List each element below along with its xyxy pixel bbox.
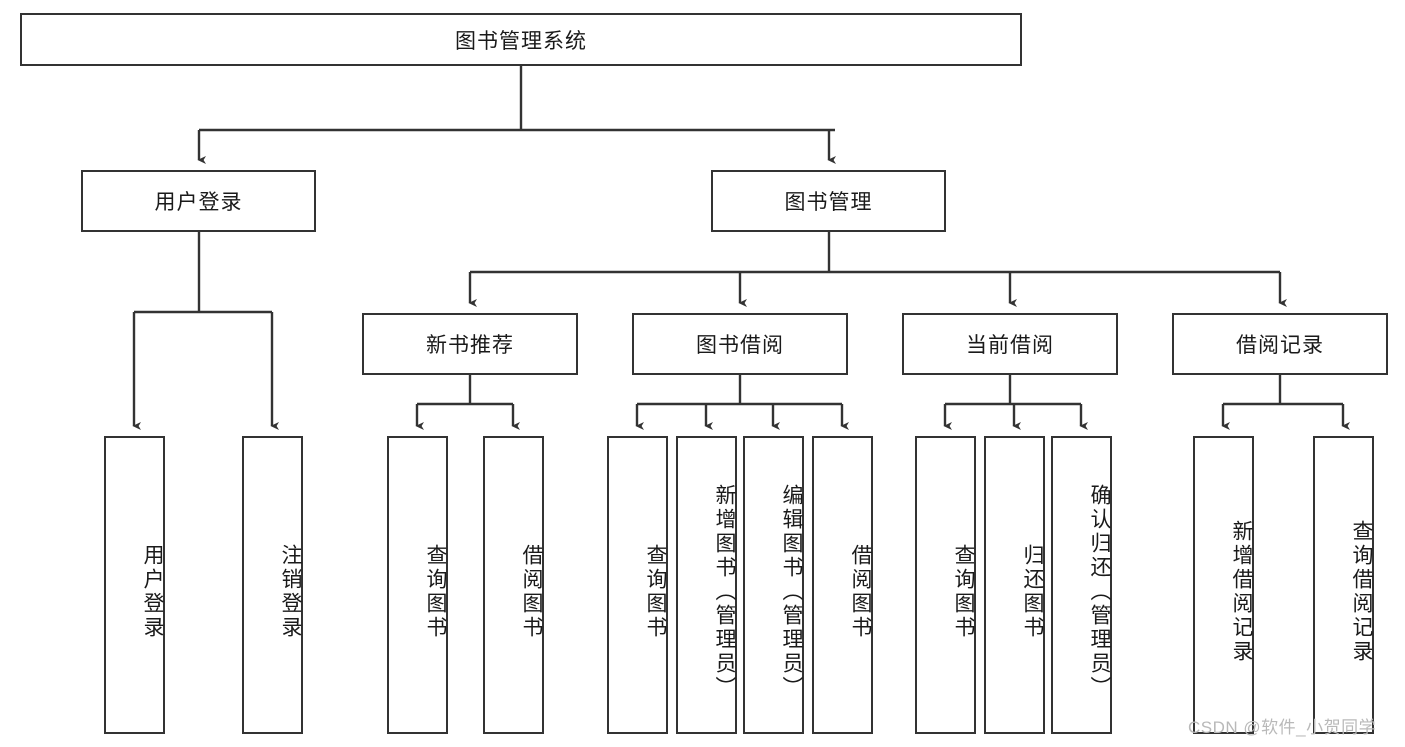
leaf-confirm-return[interactable]: 确认归还（管理员） xyxy=(1051,436,1112,734)
leaf-add-book[interactable]: 新增图书（管理员） xyxy=(676,436,737,734)
node-root-label: 图书管理系统 xyxy=(455,29,587,53)
node-book-manage[interactable]: 图书管理 xyxy=(711,170,946,232)
node-borrow-record-label: 借阅记录 xyxy=(1236,334,1324,357)
leaf-logout-login-label: 注销登录 xyxy=(279,544,302,640)
leaf-query-book-2[interactable]: 查询图书 xyxy=(607,436,668,734)
leaf-borrow-book-1[interactable]: 借阅图书 xyxy=(483,436,544,734)
node-user-login[interactable]: 用户登录 xyxy=(81,170,316,232)
leaf-logout-login[interactable]: 注销登录 xyxy=(242,436,303,734)
leaf-user-login-label: 用户登录 xyxy=(141,544,164,640)
leaf-query-record[interactable]: 查询借阅记录 xyxy=(1313,436,1374,734)
leaf-borrow-book-1-label: 借阅图书 xyxy=(520,544,543,640)
leaf-query-book-1-label: 查询图书 xyxy=(424,544,447,640)
leaf-add-book-label: 新增图书（管理员） xyxy=(713,484,736,700)
node-current-borrow[interactable]: 当前借阅 xyxy=(902,313,1118,375)
node-user-login-label: 用户登录 xyxy=(154,191,243,214)
leaf-add-record[interactable]: 新增借阅记录 xyxy=(1193,436,1254,734)
leaf-add-record-label: 新增借阅记录 xyxy=(1230,520,1253,664)
leaf-query-book-2-label: 查询图书 xyxy=(644,544,667,640)
leaf-query-book-1[interactable]: 查询图书 xyxy=(387,436,448,734)
node-root[interactable]: 图书管理系统 xyxy=(20,13,1022,66)
leaf-return-book[interactable]: 归还图书 xyxy=(984,436,1045,734)
csdn-watermark: CSDN @软件_小贺同学 xyxy=(1188,718,1377,737)
leaf-borrow-book-2[interactable]: 借阅图书 xyxy=(812,436,873,734)
leaf-confirm-return-label: 确认归还（管理员） xyxy=(1088,484,1111,700)
node-borrow-record[interactable]: 借阅记录 xyxy=(1172,313,1388,375)
leaf-user-login[interactable]: 用户登录 xyxy=(104,436,165,734)
leaf-edit-book-label: 编辑图书（管理员） xyxy=(780,484,803,700)
leaf-borrow-book-2-label: 借阅图书 xyxy=(849,544,872,640)
leaf-edit-book[interactable]: 编辑图书（管理员） xyxy=(743,436,804,734)
node-new-book-recommend-label: 新书推荐 xyxy=(426,334,514,357)
leaf-query-book-3-label: 查询图书 xyxy=(952,544,975,640)
leaf-query-record-label: 查询借阅记录 xyxy=(1350,520,1373,664)
node-book-manage-label: 图书管理 xyxy=(784,191,873,214)
leaf-return-book-label: 归还图书 xyxy=(1021,544,1044,640)
node-new-book-recommend[interactable]: 新书推荐 xyxy=(362,313,578,375)
node-book-borrow[interactable]: 图书借阅 xyxy=(632,313,848,375)
node-current-borrow-label: 当前借阅 xyxy=(966,334,1054,357)
node-book-borrow-label: 图书借阅 xyxy=(696,334,784,357)
leaf-query-book-3[interactable]: 查询图书 xyxy=(915,436,976,734)
